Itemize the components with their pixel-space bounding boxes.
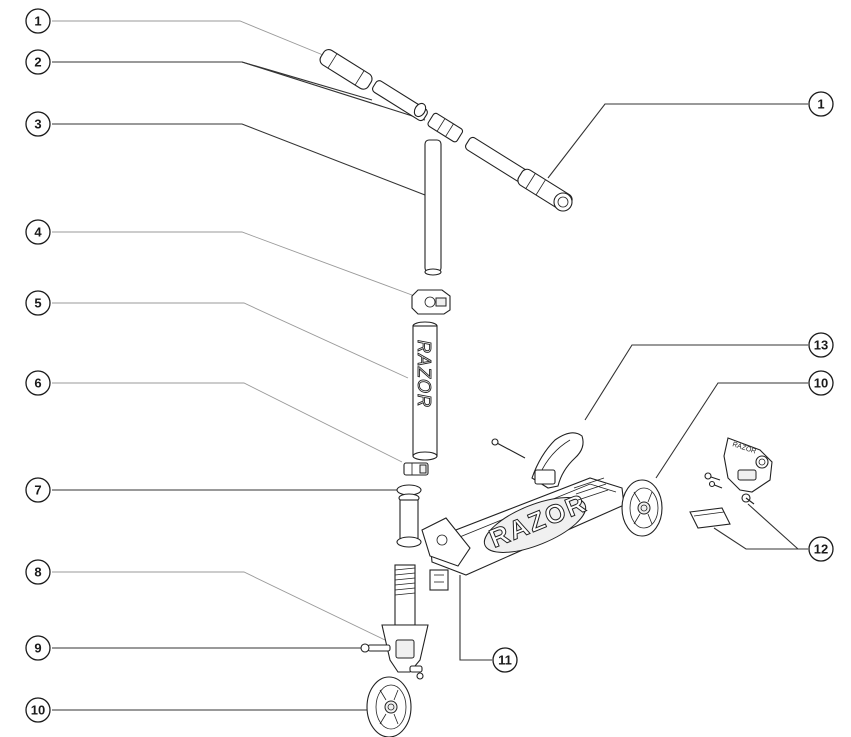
callout-8: 8 <box>26 560 50 584</box>
svg-text:6: 6 <box>34 376 41 391</box>
leader-6 <box>52 383 402 462</box>
callout-1-left: 1 <box>26 9 50 33</box>
leader-12-top <box>748 504 808 549</box>
quick-release-collar <box>404 463 428 475</box>
callout-6: 6 <box>26 371 50 395</box>
headset-assembly <box>397 485 421 547</box>
callout-4: 4 <box>26 220 50 244</box>
front-wheel <box>367 677 411 737</box>
lower-steering-tube: RAZOR <box>413 322 437 460</box>
tube-brand-label: RAZOR <box>414 340 434 408</box>
svg-text:5: 5 <box>34 296 41 311</box>
svg-text:10: 10 <box>814 376 828 391</box>
leader-5 <box>52 303 408 378</box>
callout-13: 13 <box>809 333 833 357</box>
rear-wheel <box>622 480 662 536</box>
leader-2 <box>52 62 372 100</box>
svg-text:8: 8 <box>34 565 41 580</box>
svg-text:1: 1 <box>817 97 824 112</box>
callout-10-right: 10 <box>809 371 833 395</box>
leader-3 <box>52 124 425 195</box>
svg-text:12: 12 <box>814 542 828 557</box>
callout-9: 9 <box>26 636 50 660</box>
svg-text:1: 1 <box>34 14 41 29</box>
left-grip <box>318 47 374 91</box>
svg-text:3: 3 <box>34 117 41 132</box>
rear-brake-fender <box>492 433 583 488</box>
callout-5: 5 <box>26 291 50 315</box>
callout-7: 7 <box>26 478 50 502</box>
leader-1-right <box>548 104 808 178</box>
leader-11 <box>460 575 492 660</box>
clamp-collar <box>412 290 450 314</box>
callout-2: 2 <box>26 50 50 74</box>
svg-text:9: 9 <box>34 641 41 656</box>
grip-end-cap <box>554 193 572 211</box>
leader-8 <box>52 572 385 640</box>
callout-10-bottom: 10 <box>26 698 50 722</box>
svg-text:4: 4 <box>34 225 42 240</box>
callout-11: 11 <box>493 648 517 672</box>
callout-1-right: 1 <box>809 92 833 116</box>
handlebar-assembly <box>318 47 575 213</box>
deck: RAZOR <box>422 478 624 590</box>
svg-text:10: 10 <box>31 703 45 718</box>
svg-text:13: 13 <box>814 338 828 353</box>
callout-3: 3 <box>26 112 50 136</box>
svg-text:11: 11 <box>498 653 512 668</box>
center-clamp <box>427 112 464 143</box>
leader-1-left <box>52 21 345 64</box>
front-fork <box>382 565 428 672</box>
svg-text:7: 7 <box>34 483 41 498</box>
leader-4 <box>52 232 420 298</box>
svg-text:2: 2 <box>34 55 41 70</box>
t-tube <box>425 140 441 275</box>
callout-12: 12 <box>809 537 833 561</box>
